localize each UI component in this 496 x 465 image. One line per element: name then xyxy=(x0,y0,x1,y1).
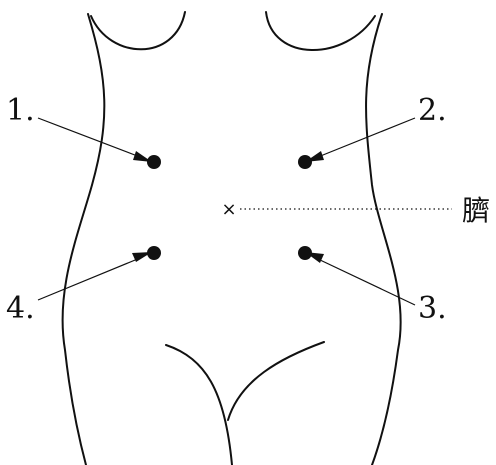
right-body-contour xyxy=(366,14,401,465)
navel-label: 臍 xyxy=(462,194,490,227)
left-groin-line xyxy=(166,345,232,465)
label-3: 3. xyxy=(418,291,447,326)
left-body-contour xyxy=(63,14,105,465)
leader-2 xyxy=(305,118,415,162)
label-2: 2. xyxy=(418,93,447,128)
label-4: 4. xyxy=(6,291,35,326)
label-1: 1. xyxy=(6,93,35,128)
right-breast-outline xyxy=(266,12,375,50)
leader-3 xyxy=(305,252,415,305)
point-2-dot xyxy=(298,155,312,169)
leader-1 xyxy=(38,118,152,162)
point-1-dot xyxy=(147,155,161,169)
right-groin-line xyxy=(228,342,324,420)
left-breast-outline xyxy=(91,12,185,49)
point-4-dot xyxy=(147,246,161,260)
navel-cross-icon: × xyxy=(221,199,236,220)
point-3-dot xyxy=(298,246,312,260)
leader-4 xyxy=(38,252,152,300)
